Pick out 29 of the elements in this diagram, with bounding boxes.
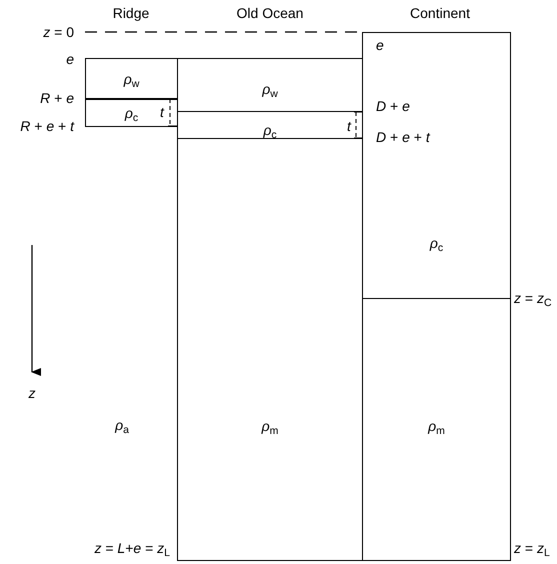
- density-label: ρ$_{c}$: [263, 123, 277, 137]
- layer-box: [85, 58, 178, 100]
- layer-box: [362, 32, 511, 299]
- depth-label: e: [376, 38, 384, 52]
- thickness-label: t: [160, 105, 164, 119]
- axis-label: z: [28, 386, 36, 400]
- density-label: ρ$_{c}$: [124, 106, 138, 120]
- column-heading: Ridge: [112, 6, 150, 20]
- thickness-label: t: [347, 119, 351, 133]
- layer-box: [177, 138, 363, 561]
- depth-label: z = z$_{C}$: [514, 291, 552, 305]
- layer-box: [362, 298, 511, 561]
- depth-label: R + e: [40, 91, 74, 105]
- layer-box: [85, 98, 178, 127]
- density-label: ρ$_{w}$: [262, 82, 278, 96]
- density-label: ρ$_{a}$: [115, 418, 129, 432]
- depth-label: z = L+e = z$_{L}$: [94, 541, 170, 555]
- depth-label: R + e + t: [20, 119, 74, 133]
- depth-label: z = z$_{L}$: [514, 541, 550, 555]
- depth-label: z = 0: [43, 25, 74, 39]
- density-label: ρ$_{m}$: [262, 419, 278, 433]
- column-heading: Old Ocean: [236, 6, 304, 20]
- depth-label: D + e + t: [376, 130, 430, 144]
- density-label: ρ$_{c}$: [430, 236, 444, 250]
- depth-label: e: [66, 52, 74, 66]
- density-label: ρ$_{m}$: [428, 419, 445, 433]
- column-heading: Continent: [410, 6, 470, 20]
- density-label: ρ$_{w}$: [124, 72, 140, 86]
- depth-label: D + e: [376, 99, 410, 113]
